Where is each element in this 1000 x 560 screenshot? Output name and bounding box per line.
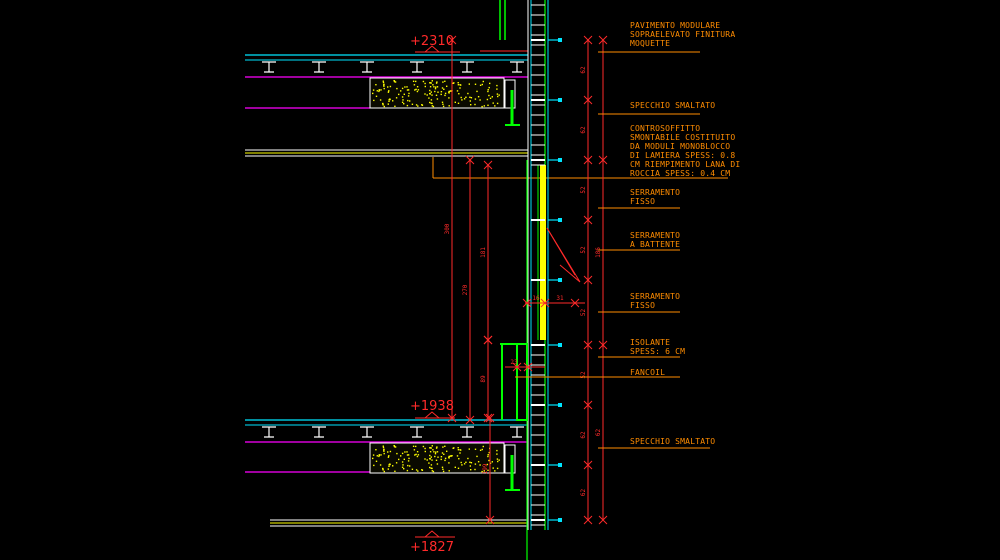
label-serr-fisso-1b: FISSO bbox=[630, 197, 655, 206]
dimension-label: 62 bbox=[580, 126, 587, 134]
label-contro-5: CM RIEMPIMENTO LANA DI bbox=[630, 160, 740, 169]
label-isolante-b: SPESS: 6 CM bbox=[630, 347, 685, 356]
suspended-ceiling bbox=[245, 149, 728, 179]
dimension-label: 16 bbox=[532, 295, 540, 302]
level-marker-mid: +1938 bbox=[410, 399, 455, 419]
dimension-label: 199 bbox=[482, 463, 489, 474]
label-pavimento-2: SOPRAELEVATO FINITURA bbox=[630, 30, 735, 39]
label-leaders bbox=[515, 51, 710, 449]
annotation-labels: PAVIMENTO MODULARE SOPRAELEVATO FINITURA… bbox=[630, 21, 740, 446]
label-fancoil: FANCOIL bbox=[630, 368, 665, 377]
dimension-label: 31 bbox=[556, 295, 564, 302]
label-isolante-a: ISOLANTE bbox=[630, 338, 670, 347]
beam-aggregate bbox=[372, 80, 500, 108]
curtain-wall bbox=[499, 0, 581, 560]
label-contro-1: CONTROSOFFITTO bbox=[630, 124, 700, 133]
label-serr-fisso-2b: FISSO bbox=[630, 301, 655, 310]
dimension-label: 62 bbox=[595, 429, 602, 437]
dimension-label: 181 bbox=[480, 247, 487, 258]
level-marker-top: +2310 bbox=[410, 34, 460, 53]
dimension-label: 62 bbox=[580, 489, 587, 497]
dimension-label: 62 bbox=[580, 431, 587, 439]
dimension-label: 23 bbox=[510, 359, 518, 366]
fancoil bbox=[516, 343, 528, 421]
label-contro-3: DA MODULI MONOBLOCCO bbox=[630, 142, 730, 151]
dimension-label: 62 bbox=[580, 66, 587, 74]
raised-floor-pedestals bbox=[262, 61, 524, 73]
dimension-label: 89 bbox=[480, 375, 487, 383]
dimension-label: 52 bbox=[580, 186, 587, 194]
label-pavimento-3: MOQUETTE bbox=[630, 39, 670, 48]
lower-floor-slab bbox=[245, 419, 528, 527]
dimension-label: 52 bbox=[580, 309, 587, 317]
level-mid: +1938 bbox=[410, 399, 454, 414]
label-specchio-2: SPECCHIO SMALTATO bbox=[630, 437, 715, 446]
label-serr-batt-b: A BATTENTE bbox=[630, 240, 680, 249]
label-pavimento-1: PAVIMENTO MODULARE bbox=[630, 21, 720, 30]
level-top: +2310 bbox=[410, 34, 454, 49]
dimension-label: 52 bbox=[580, 246, 587, 254]
dimension-label: 186 bbox=[595, 247, 602, 258]
dimension-label: 300 bbox=[444, 223, 451, 234]
label-serr-fisso-1a: SERRAMENTO bbox=[630, 188, 680, 197]
level-marker-bottom: +1827 bbox=[410, 530, 455, 555]
label-contro-2: SMONTABILE COSTITUITO bbox=[630, 133, 735, 142]
label-serr-fisso-2a: SERRAMENTO bbox=[630, 292, 680, 301]
level-bottom: +1827 bbox=[410, 540, 454, 555]
upper-floor-slab bbox=[245, 50, 528, 126]
dimension-lines: 62 62 52 52 52 52 62 62 186 62 300 181 270 89 199 16 31 2… bbox=[444, 35, 608, 525]
label-contro-6: ROCCIA SPESS: 0.4 CM bbox=[630, 169, 730, 178]
label-specchio-1: SPECCHIO SMALTATO bbox=[630, 101, 715, 110]
level-markers: +2310 +1938 +1827 bbox=[410, 34, 460, 555]
label-serr-batt-a: SERRAMENTO bbox=[630, 231, 680, 240]
dimension-label: 52 bbox=[580, 371, 587, 379]
label-contro-4: DI LAMIERA SPESS: 0.8 bbox=[630, 151, 735, 160]
dimension-label: 270 bbox=[462, 284, 469, 295]
